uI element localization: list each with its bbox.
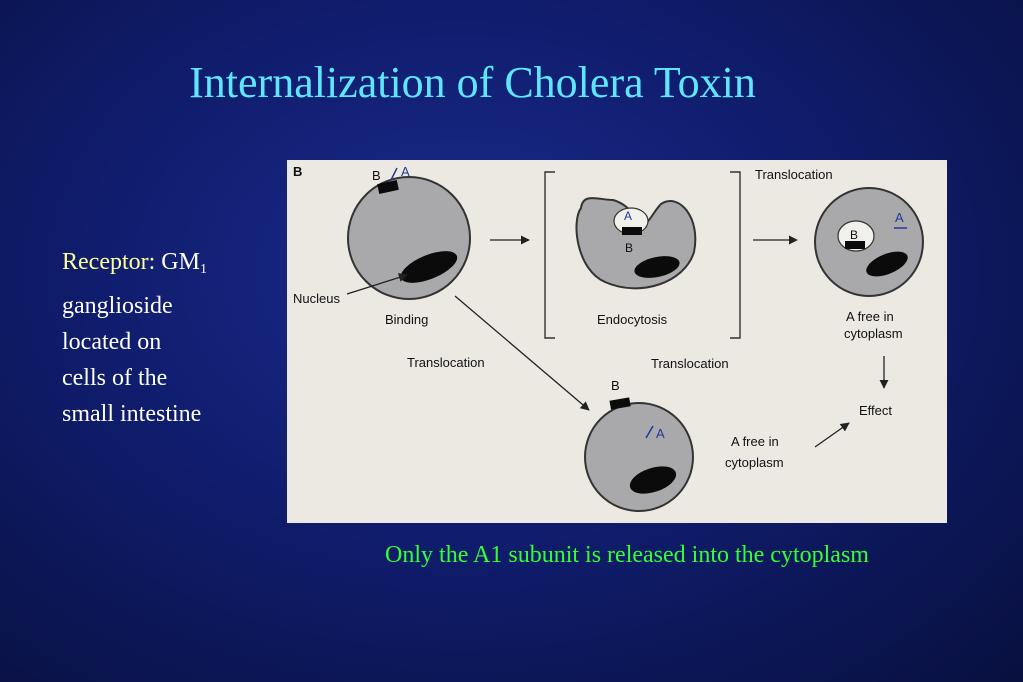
nucleus-pointer-arrow — [346, 273, 408, 295]
effect-label: Effect — [859, 403, 892, 418]
endosome-cell-nucleus — [634, 256, 680, 278]
bottom-cell-membrane — [584, 402, 694, 512]
gm-text: GM — [161, 249, 200, 275]
right-free-label-line1: A free in — [846, 309, 894, 324]
description-line-4: small intestine — [62, 401, 202, 427]
bottom-cell-a-label: A — [656, 426, 665, 441]
nucleus-shape — [400, 251, 458, 283]
translocation-left-label: Translocation — [407, 355, 485, 370]
endosome-b-subunit — [622, 227, 642, 235]
binding-cell: B A — [347, 164, 471, 300]
figure-caption: Only the A1 subunit is released into the… — [385, 542, 869, 568]
diagram-figure: B B A Nucleus Binding A B Endocytosis T — [287, 160, 947, 523]
right-cell-b-label: B — [850, 228, 858, 242]
bottom-cell-nucleus — [629, 466, 677, 494]
endocytosis-label: Endocytosis — [597, 312, 668, 327]
description-line-2: located on — [62, 329, 162, 355]
endosome-a-label: A — [624, 209, 632, 223]
receptor-label: Receptor: — [62, 249, 156, 275]
panel-letter: B — [293, 164, 302, 179]
bottom-cell-a-subunit — [645, 425, 654, 439]
nucleus-label: Nucleus — [293, 291, 340, 306]
arrow-bottom-to-effect — [814, 422, 850, 448]
endosome-b-label: B — [625, 241, 633, 255]
a-subunit-label: A — [401, 164, 410, 179]
right-cell: B A — [814, 187, 924, 297]
bottom-cell-b-subunit — [609, 397, 631, 410]
right-cell-b-subunit — [845, 241, 865, 249]
bottom-free-label-line1: A free in — [731, 434, 779, 449]
bottom-cell: B A — [584, 378, 694, 512]
b-subunit-bound — [377, 180, 399, 194]
receptor-description: Receptor: GM1 ganglioside located on cel… — [62, 244, 277, 432]
diagram-svg: B B A Nucleus Binding A B Endocytosis T — [293, 164, 924, 512]
slide-title: Internalization of Cholera Toxin — [189, 58, 756, 107]
gm-subscript: 1 — [199, 262, 207, 277]
a-subunit-bound — [390, 167, 398, 181]
description-line-3: cells of the — [62, 365, 168, 391]
bracket-left — [544, 171, 555, 339]
translocation-mid-label: Translocation — [651, 356, 729, 371]
right-cell-nucleus — [866, 251, 908, 277]
endocytosis-cell: A B — [575, 197, 697, 290]
description-line-1: ganglioside — [62, 293, 173, 319]
bracket-right — [730, 171, 741, 339]
gm-term: GM1 — [161, 249, 207, 277]
right-cell-a-label: A — [895, 210, 904, 225]
bottom-free-label-line2: cytoplasm — [725, 455, 784, 470]
translocation-top-label: Translocation — [755, 167, 833, 182]
right-free-label-line2: cytoplasm — [844, 326, 903, 341]
bottom-cell-b-label: B — [611, 378, 620, 393]
binding-label: Binding — [385, 312, 428, 327]
arrow-direct-translocation — [454, 295, 590, 411]
b-subunit-label: B — [372, 168, 381, 183]
